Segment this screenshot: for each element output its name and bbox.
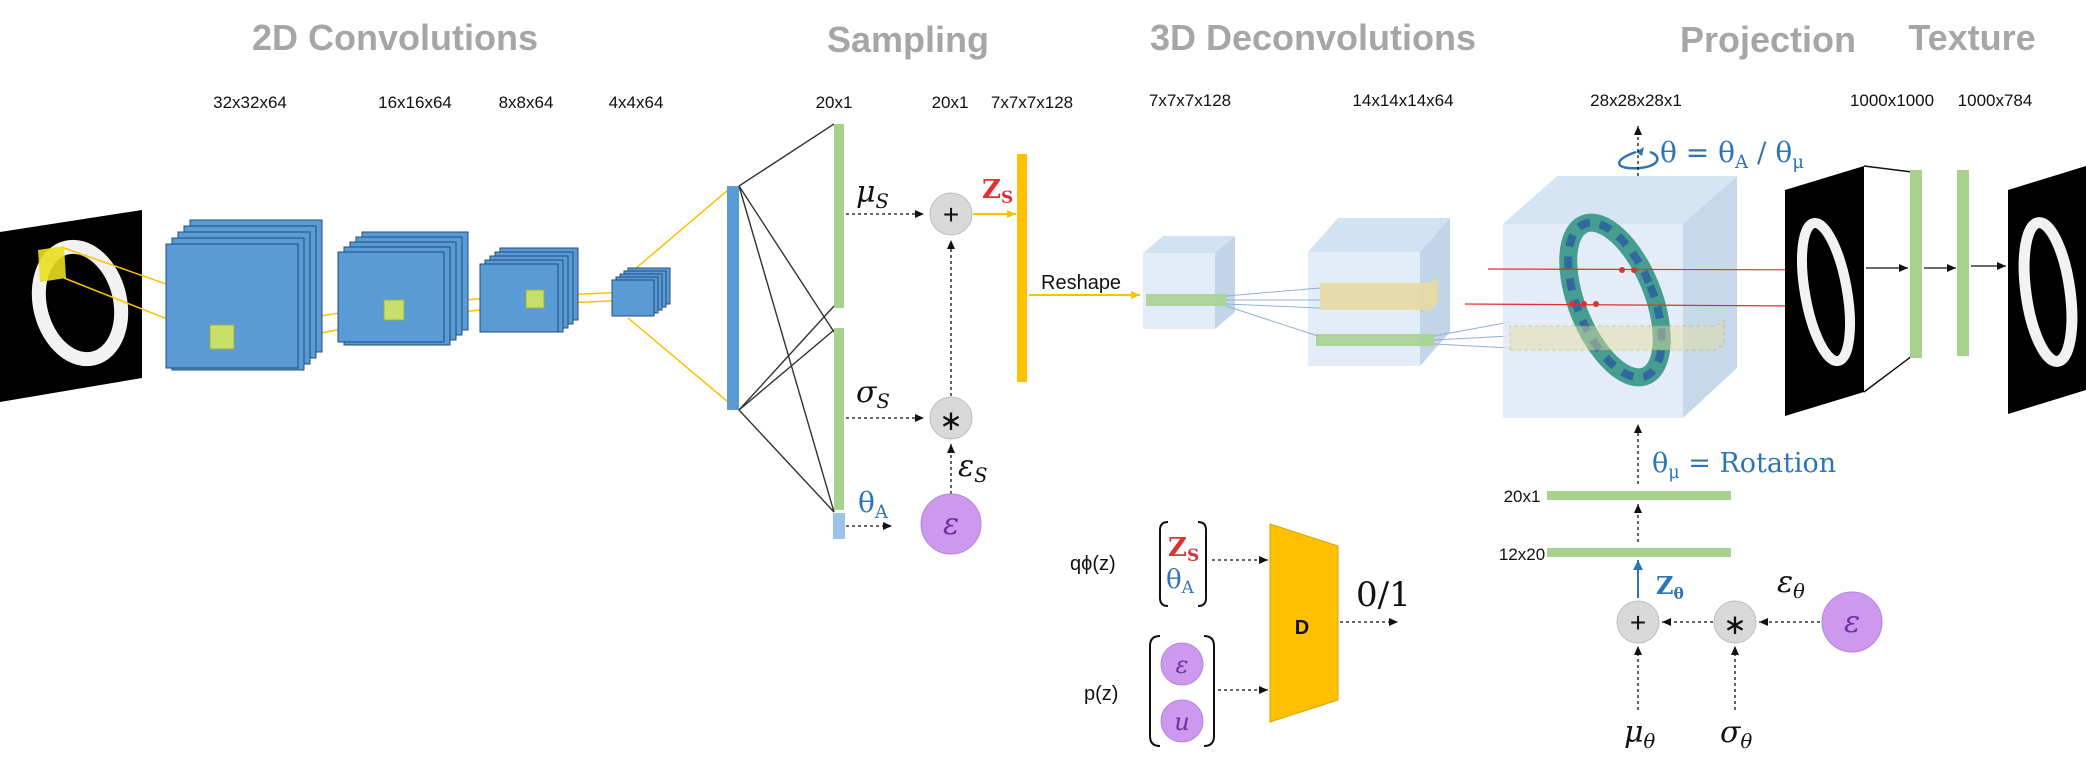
discriminator-label: D xyxy=(1295,617,1309,639)
svg-text:∗: ∗ xyxy=(939,405,962,436)
theta-a-label: θA xyxy=(858,486,889,523)
q-bracket xyxy=(1159,521,1207,607)
rotation-vector-12 xyxy=(1547,548,1731,557)
discriminator-block: D xyxy=(1269,523,1339,723)
svg-text:+: + xyxy=(1630,607,1646,638)
dim-label-d2: 14x14x14x64 xyxy=(1352,91,1453,110)
dim-label-s1: 20x1 xyxy=(816,93,853,112)
projection-vector-bar xyxy=(1910,170,1922,358)
section-title-projection: Projection xyxy=(1680,19,1856,60)
deconv-cube-1 xyxy=(1143,236,1235,329)
epsilon-theta-label: εθ xyxy=(1777,565,1805,603)
input-image xyxy=(0,210,142,402)
deconv-connection-lines xyxy=(1225,287,1511,349)
theta-a-vector-bar xyxy=(833,513,845,539)
p-bracket xyxy=(1149,635,1215,747)
dim-label-t1: 1000x784 xyxy=(1958,91,2033,110)
dim-label-d1: 7x7x7x128 xyxy=(1149,91,1231,110)
sampling-arrows xyxy=(846,210,955,530)
voxel-ring xyxy=(1559,213,1671,387)
plus-node-rotation: + xyxy=(1616,600,1660,644)
rotation-label: θμ = Rotation xyxy=(1652,448,1836,483)
dim-label-c1: 32x32x64 xyxy=(213,93,287,112)
rotation-arrow-icon xyxy=(1618,126,1659,176)
dim-label-p1: 1000x1000 xyxy=(1850,91,1934,110)
output-image xyxy=(2008,166,2086,414)
projection-rays xyxy=(1464,268,1843,307)
section-title-conv: 2D Convolutions xyxy=(252,17,538,58)
p-z-label: p(z) xyxy=(1084,683,1118,705)
voxel-cube xyxy=(1503,176,1737,418)
rotation-arrows xyxy=(1634,618,1820,710)
q-z-s-label: ZS xyxy=(1168,533,1199,565)
mu-s-label: μS xyxy=(856,175,889,213)
voxel-slice-plane xyxy=(1509,319,1725,351)
fc-layer-bar xyxy=(727,186,739,410)
epsilon-node-sampling: ε xyxy=(920,493,982,555)
discriminator-output-label: 0/1 xyxy=(1356,575,1411,615)
projection-frame xyxy=(1863,165,1913,393)
svg-text:+: + xyxy=(943,199,959,230)
sigma-vector-bar xyxy=(834,328,844,510)
q-theta-a-label: θA xyxy=(1166,565,1195,597)
dim-label-s2: 20x1 xyxy=(932,93,969,112)
deconv-cube-2 xyxy=(1308,218,1450,366)
conv-stack-3 xyxy=(479,247,579,333)
rotation-vector-20 xyxy=(1547,491,1731,500)
dim-label-r12: 12x20 xyxy=(1499,545,1545,564)
dim-label-r20: 20x1 xyxy=(1504,487,1541,506)
p-epsilon-node: ε xyxy=(1160,642,1204,686)
mu-vector-bar xyxy=(834,124,844,308)
section-title-deconv: 3D Deconvolutions xyxy=(1150,17,1476,58)
reshape-label: Reshape xyxy=(1041,272,1121,294)
texture-vector-bar xyxy=(1957,170,1969,356)
dim-label-s3: 7x7x7x128 xyxy=(991,93,1073,112)
theta-equation: θ = θA / θμ xyxy=(1660,136,1804,173)
dim-label-c3: 8x8x64 xyxy=(499,93,554,112)
svg-text:ε: ε xyxy=(1844,605,1860,640)
z-theta-label: Zθ xyxy=(1656,571,1684,603)
star-node-sampling: ∗ xyxy=(929,396,973,440)
latent-yellow-bar xyxy=(1017,154,1027,382)
z-s-label: ZS xyxy=(982,175,1013,207)
p-upsilon-node: u xyxy=(1160,699,1204,743)
svg-text:ε: ε xyxy=(943,507,959,542)
fc-connection-lines xyxy=(738,123,835,513)
star-node-rotation: ∗ xyxy=(1713,600,1757,644)
svg-text:u: u xyxy=(1174,708,1189,736)
svg-text:ε: ε xyxy=(1176,651,1189,679)
sigma-theta-label: σθ xyxy=(1720,715,1752,753)
section-title-sampling: Sampling xyxy=(827,19,989,60)
epsilon-node-rotation: ε xyxy=(1821,591,1883,653)
conv-stack-1 xyxy=(165,219,323,371)
projection-image xyxy=(1785,166,1864,416)
svg-text:∗: ∗ xyxy=(1723,609,1746,640)
dim-label-d3: 28x28x28x1 xyxy=(1590,91,1682,110)
section-title-texture: Texture xyxy=(1908,17,2035,58)
epsilon-s-label: εS xyxy=(958,449,987,487)
plus-node-sampling: + xyxy=(929,192,973,236)
dim-label-c4: 4x4x64 xyxy=(609,93,664,112)
sigma-s-label: σS xyxy=(856,375,890,413)
mu-theta-label: μθ xyxy=(1624,715,1656,753)
q-phi-label: qϕ(z) xyxy=(1070,553,1116,575)
conv-stack-2 xyxy=(337,231,469,346)
conv-stack-4 xyxy=(611,267,671,317)
dim-label-c2: 16x16x64 xyxy=(378,93,452,112)
